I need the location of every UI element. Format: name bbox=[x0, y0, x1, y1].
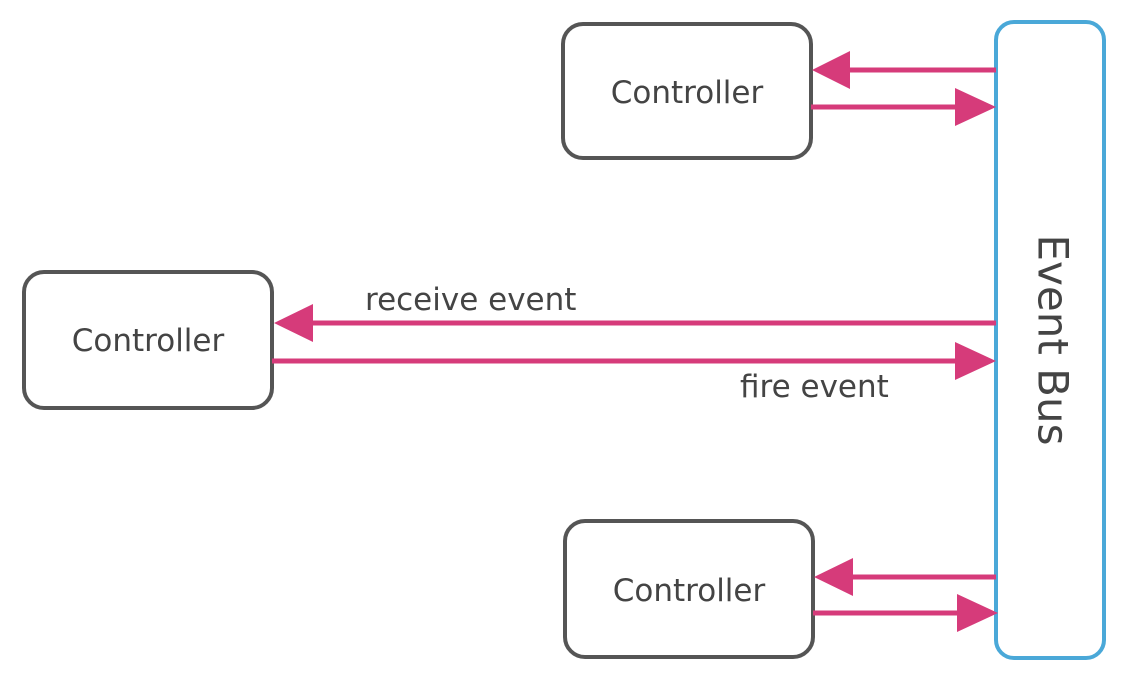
event-bus-node: Event Bus bbox=[994, 20, 1106, 660]
bottom-fire-arrow-head bbox=[957, 594, 998, 632]
controller-bottom-node: Controller bbox=[563, 519, 815, 659]
middle-fire-arrow bbox=[272, 342, 996, 380]
controller-top-node: Controller bbox=[561, 22, 813, 160]
middle-receive-arrow-head bbox=[274, 304, 313, 342]
bottom-fire-arrow bbox=[813, 594, 998, 632]
event-bus-box bbox=[994, 20, 1106, 660]
receive-event-label: receive event bbox=[365, 282, 576, 318]
controller-top-box bbox=[561, 22, 813, 160]
controller-bottom-box bbox=[563, 519, 815, 659]
controller-middle-label: Controller bbox=[72, 323, 225, 359]
top-receive-arrow-head bbox=[812, 51, 850, 89]
controller-middle-node: Controller bbox=[22, 270, 274, 410]
controller-top-label: Controller bbox=[611, 75, 764, 111]
fire-event-label: fire event bbox=[740, 369, 889, 405]
event-bus-label: Event Bus bbox=[1029, 235, 1078, 446]
top-fire-arrow-head bbox=[955, 88, 996, 126]
top-receive-arrow bbox=[812, 51, 996, 89]
bottom-receive-arrow bbox=[814, 558, 996, 596]
middle-receive-arrow bbox=[274, 304, 996, 342]
bottom-receive-arrow-head bbox=[814, 558, 853, 596]
controller-bottom-label: Controller bbox=[613, 573, 766, 609]
controller-middle-box bbox=[22, 270, 274, 410]
middle-fire-arrow-head bbox=[955, 342, 996, 380]
top-fire-arrow bbox=[811, 88, 996, 126]
